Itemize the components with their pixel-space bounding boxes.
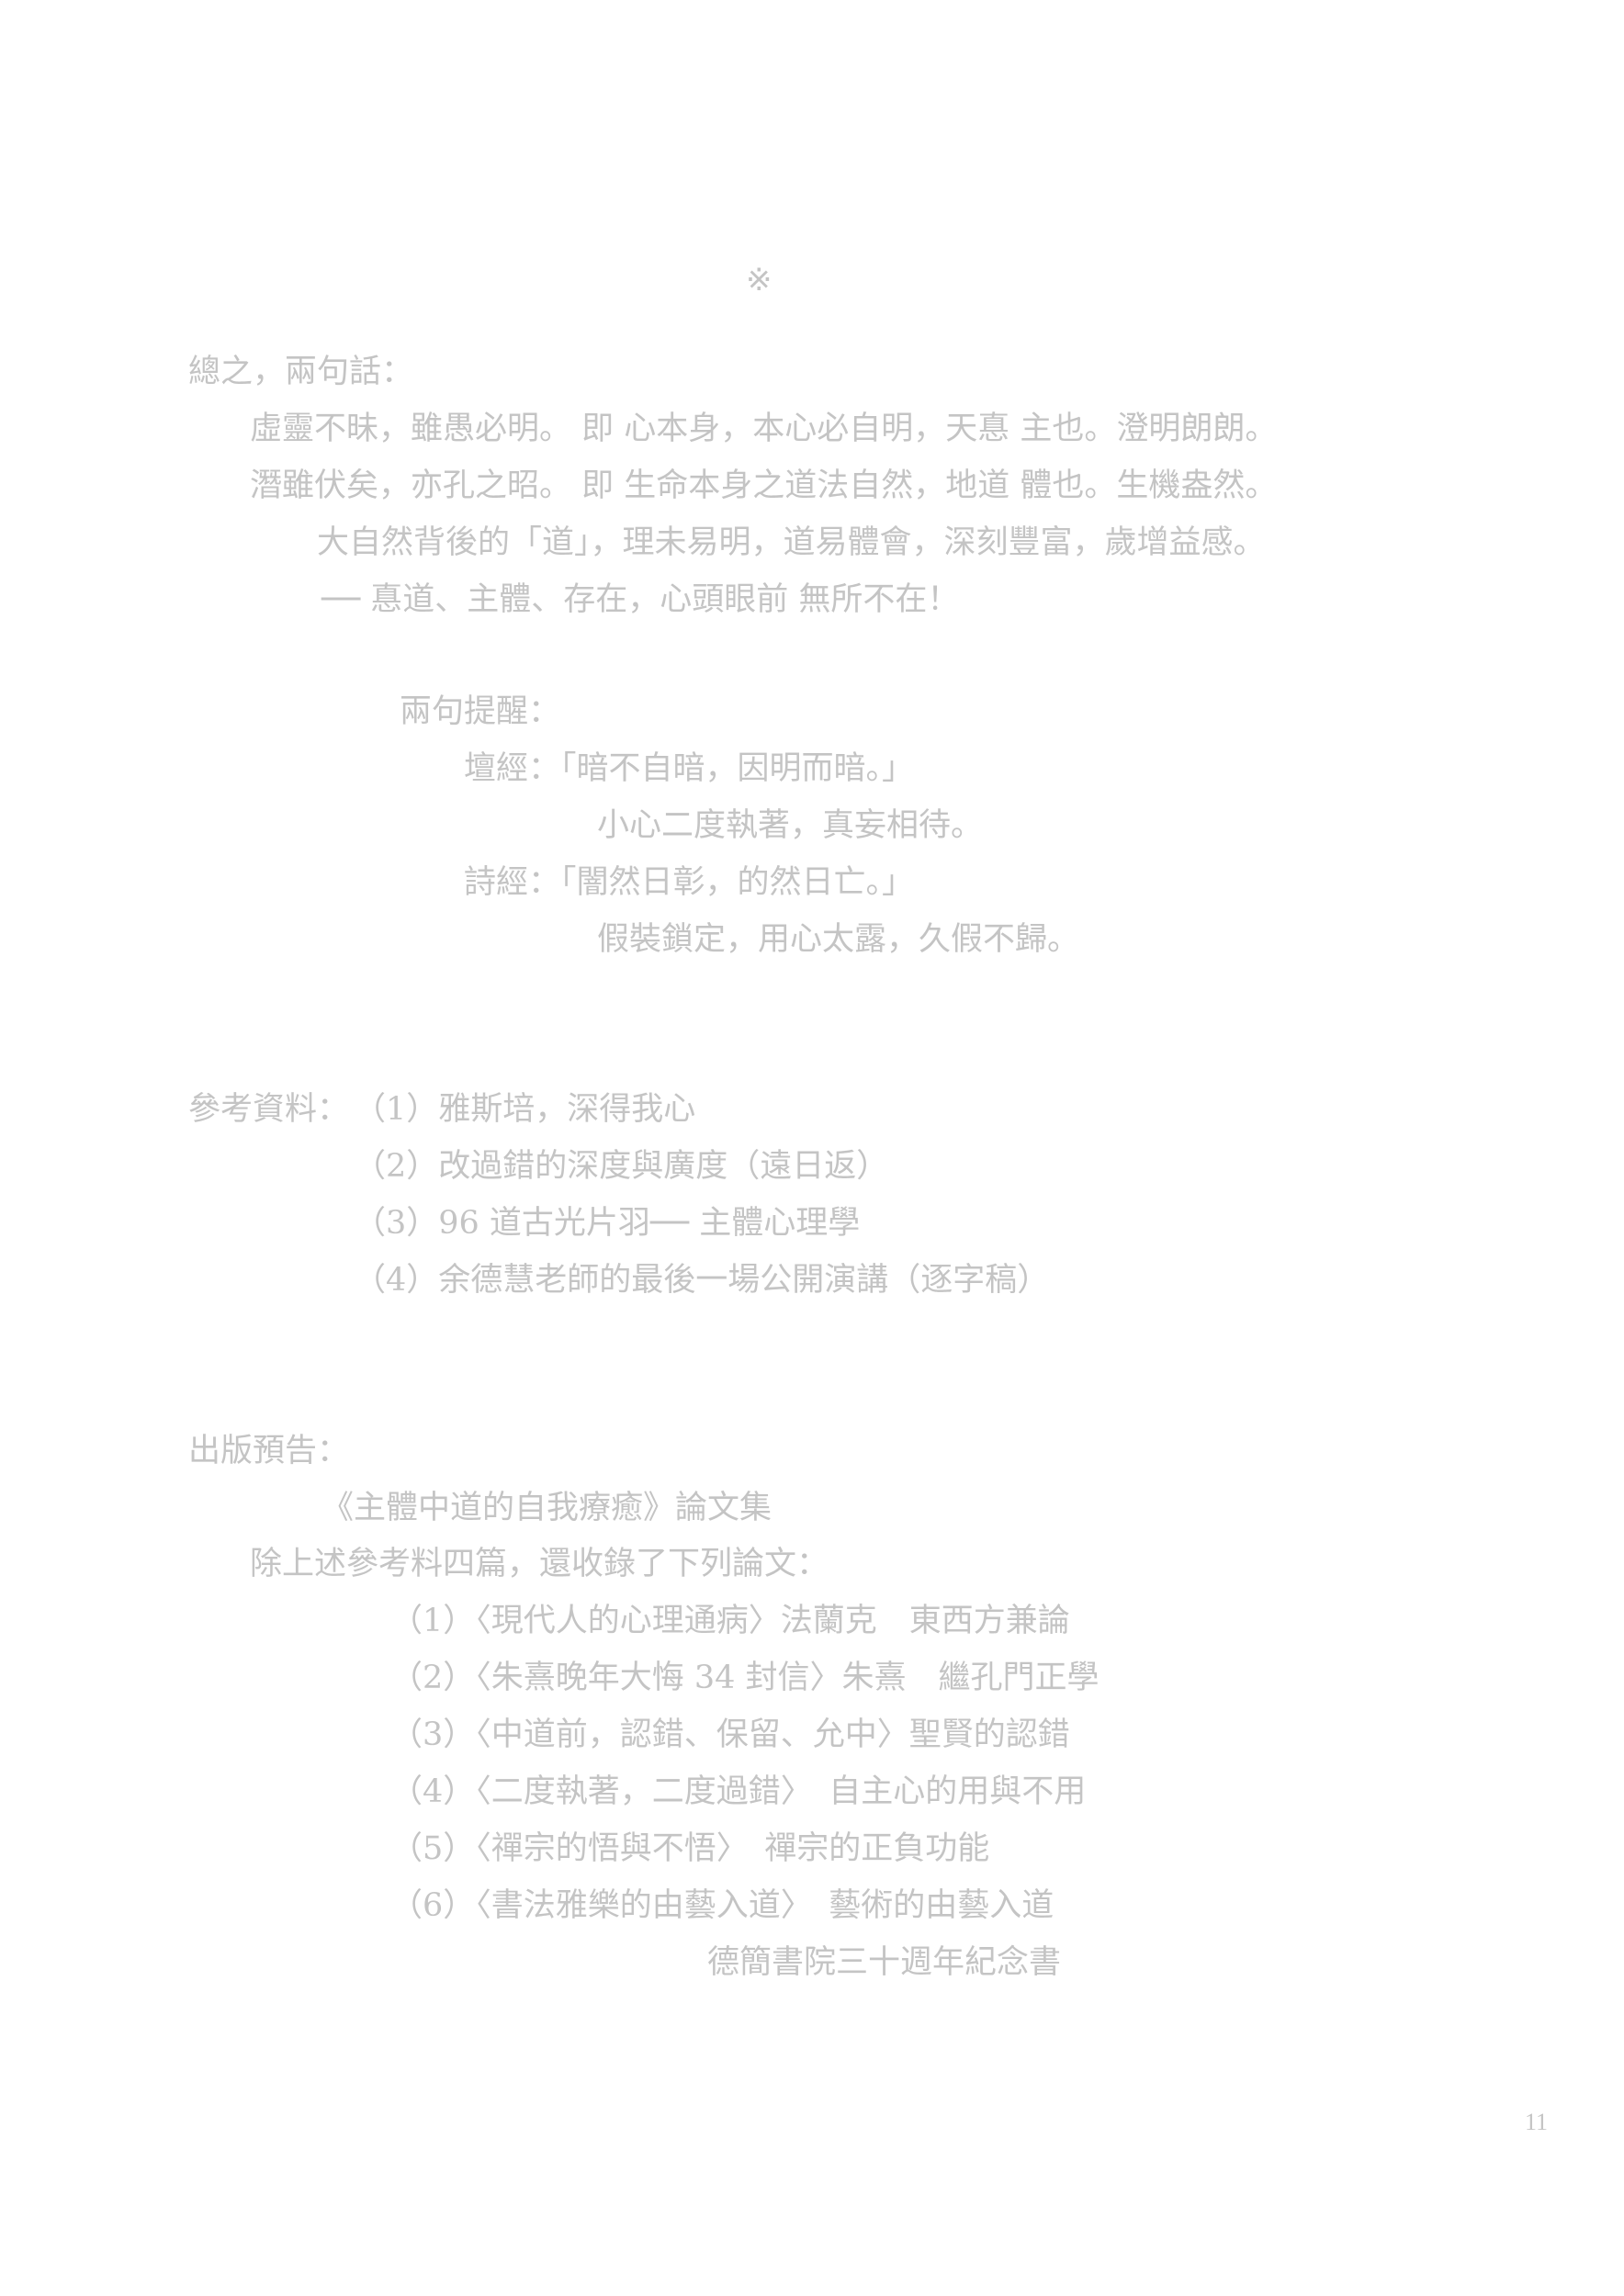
reminder-line: 壇經：「暗不自暗，因明而暗。」 <box>464 750 915 787</box>
references-label: 參考資料： <box>188 1091 350 1128</box>
summary-heading: 總之，兩句話： <box>188 354 414 390</box>
summary-line: 虛靈不昧，雖愚必明。 即 心本身，本心必自明，天惪 主也。澄明朗朗。 <box>250 411 1278 447</box>
reminder-line: 詩經：「闇然日彰，的然日亡。」 <box>464 864 915 901</box>
reference-item: （3）96 道古光片羽── 主體心理學 <box>354 1205 861 1242</box>
reminders-heading: 兩句提醒： <box>400 693 561 730</box>
summary-line: ── 惪道、主體、存在，心頭眼前 無所不在！ <box>321 581 960 618</box>
reference-item: （2）改過錯的深度與廣度（遠日返） <box>354 1148 889 1185</box>
publication-item: （6）〈書法雅樂的由藝入道〉 藝術的由藝入道 <box>390 1887 1054 1924</box>
publication-item: （5）〈禪宗的悟與不悟〉 禪宗的正負功能 <box>390 1830 990 1867</box>
publication-intro: 除上述參考料四篇，還收錄了下列論文： <box>250 1546 829 1582</box>
reminder-line: 小心二度執著，真妄相待。 <box>597 807 984 844</box>
section-separator: ※ <box>746 262 773 298</box>
reference-item: （1）雅斯培，深得我心 <box>354 1091 696 1128</box>
reference-item: （4）余德慧老師的最後一場公開演講（逐字稿） <box>354 1262 1050 1299</box>
publication-item: （2）〈朱熹晚年大悔 34 封信〉朱熹 繼孔門正學 <box>390 1660 1100 1696</box>
publication-item: （3）〈中道前，認錯、保留、允中〉聖賢的認錯 <box>390 1716 1070 1753</box>
publication-heading: 出版預告： <box>188 1433 350 1469</box>
book-title: 《主體中道的自我療癒》論文集 <box>321 1490 773 1526</box>
summary-line: 潛雖伏矣，亦孔之昭。 即 生命本身之道法自然，地道 體也。生機盎然。 <box>250 467 1278 504</box>
summary-line: 大自然背後的「道」，理未易明，道易體會，深刻豐富，歲增益感。 <box>317 524 1266 561</box>
publication-note: 德簡書院三十週年紀念書 <box>707 1944 1062 1981</box>
page-number: 11 <box>1525 2109 1549 2135</box>
publication-item: （1）〈現代人的心理通病〉法蘭克 東西方兼論 <box>390 1603 1070 1639</box>
publication-item: （4）〈二度執著，二度過錯〉 自主心的用與不用 <box>390 1773 1087 1810</box>
reminder-line: 假裝鎖定，用心太露，久假不歸。 <box>597 921 1080 958</box>
